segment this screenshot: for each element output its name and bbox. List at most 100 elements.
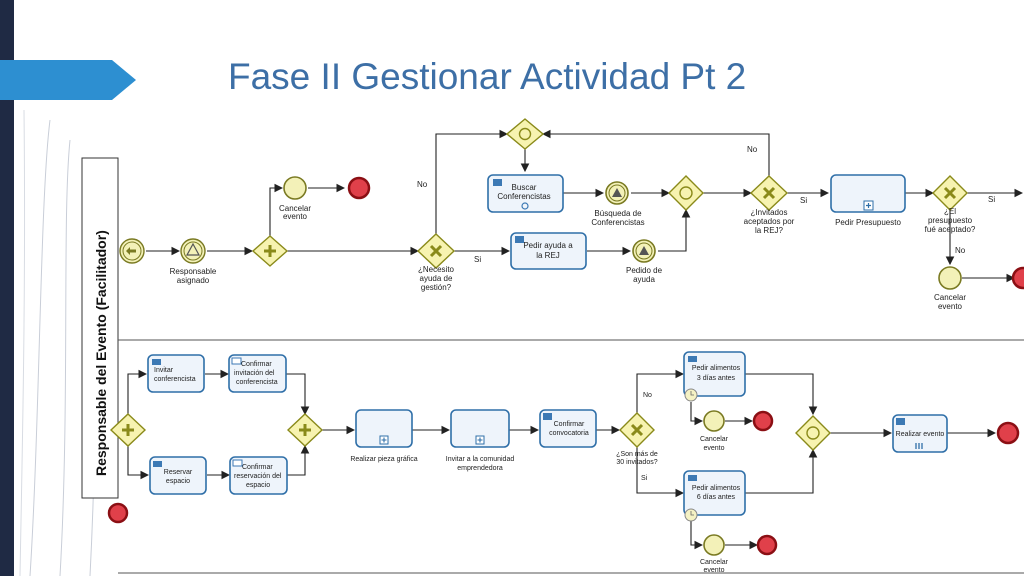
svg-text:Reservar: Reservar <box>164 469 193 476</box>
svg-text:la REJ: la REJ <box>536 251 560 260</box>
slide-title: Fase II Gestionar Actividad Pt 2 <box>228 56 747 97</box>
svg-text:Pedir alimentos: Pedir alimentos <box>692 485 741 492</box>
flow-label-si-2: Si <box>800 196 807 205</box>
buscar-conferencistas-task[interactable]: Buscar Conferencistas <box>487 174 564 213</box>
cancelar-evento-event-right[interactable]: Cancelar evento <box>934 266 966 311</box>
merge-gateway-top[interactable] <box>505 118 545 150</box>
son-mas-30-gateway[interactable]: ¿Son más de 30 invitados? <box>616 412 658 466</box>
cancelar-evento-event-b[interactable]: Cancelar evento <box>700 534 729 574</box>
pedido-ayuda-event[interactable]: Pedido de ayuda <box>626 239 663 284</box>
necesito-ayuda-gateway[interactable]: ¿Necesito ayuda de gestión? <box>416 233 456 292</box>
confirmar-reservacion-task[interactable]: Confirmar reservación del espacio <box>229 456 288 495</box>
pedir-ayuda-rej-task[interactable]: Pedir ayuda a la REJ <box>510 232 587 270</box>
svg-text:Pedido de: Pedido de <box>626 266 663 275</box>
svg-text:Conferencistas: Conferencistas <box>497 192 550 201</box>
svg-text:evento: evento <box>703 445 724 452</box>
svg-text:evento: evento <box>938 302 963 311</box>
inclusive-gateway-top[interactable] <box>668 175 704 211</box>
bottom-sequence-flows <box>127 369 997 550</box>
lane-title: Responsable del Evento (Facilitador) <box>93 230 109 476</box>
svg-text:3 días antes: 3 días antes <box>697 375 736 382</box>
confirmar-invitacion-task[interactable]: Confirmar invitación del conferencista <box>228 354 287 393</box>
flow-label-no: No <box>417 180 428 189</box>
reservar-espacio-task[interactable]: Reservar espacio <box>149 456 207 495</box>
pedir-alimentos-6-task[interactable]: Pedir alimentos 6 días antes <box>683 470 746 522</box>
parallel-gateway-join[interactable] <box>286 413 324 447</box>
svg-text:30 invitados?: 30 invitados? <box>616 459 657 466</box>
necesito-ayuda-label-1: ¿Necesito <box>418 265 455 274</box>
end-event-bottom-b[interactable] <box>756 534 778 556</box>
responsable-asignado-event[interactable]: Responsable asignado <box>170 238 217 285</box>
svg-text:convocatoria: convocatoria <box>549 430 589 437</box>
busqueda-conferencistas-event[interactable]: Búsqueda de Conferencistas <box>591 181 645 227</box>
svg-text:Confirmar: Confirmar <box>554 421 585 428</box>
send-task-icon <box>688 475 697 481</box>
end-event-top-2[interactable] <box>1011 266 1024 290</box>
invitar-conferencista-task[interactable]: Invitar conferencista <box>147 354 205 393</box>
realizar-evento-task[interactable]: Realizar evento <box>892 414 948 453</box>
flow-label-si: Si <box>474 255 481 264</box>
presupuesto-aceptado-gateway[interactable]: ¿El presupuesto fué aceptado? <box>925 175 976 234</box>
svg-text:espacio: espacio <box>166 478 190 485</box>
flow-label-si-b: Si <box>641 475 648 482</box>
pedir-alimentos-3-task[interactable]: Pedir alimentos 3 días antes <box>683 351 746 402</box>
svg-text:Cancelar: Cancelar <box>700 559 729 566</box>
svg-text:aceptados por: aceptados por <box>744 217 795 226</box>
end-event-left-partial <box>107 502 129 524</box>
slide-sidebar <box>0 0 14 576</box>
end-event-top-1[interactable] <box>347 176 371 200</box>
necesito-ayuda-label-3: gestión? <box>421 283 452 292</box>
user-task-icon <box>515 236 524 243</box>
parallel-gateway-split[interactable] <box>109 413 147 447</box>
loop-icon <box>521 202 529 210</box>
parallel-gateway-top[interactable] <box>251 235 289 267</box>
svg-text:¿El: ¿El <box>944 207 956 216</box>
cancelar-evento-event-a[interactable]: Cancelar evento <box>700 410 729 452</box>
svg-text:Realizar evento: Realizar evento <box>896 431 945 438</box>
responsable-asignado-label-1: Responsable <box>170 267 217 276</box>
responsable-asignado-label-2: asignado <box>177 276 210 285</box>
user-task-icon <box>543 413 552 420</box>
invitar-comunidad-subprocess[interactable]: Invitar a la comunidad emprendedora <box>446 409 515 472</box>
svg-text:reservación del: reservación del <box>234 473 282 480</box>
user-task-icon <box>493 179 502 186</box>
svg-text:Pedir Presupuesto: Pedir Presupuesto <box>835 218 901 227</box>
svg-text:Confirmar: Confirmar <box>241 361 272 368</box>
svg-text:conferencista: conferencista <box>154 376 196 383</box>
svg-text:ayuda: ayuda <box>633 275 655 284</box>
svg-text:Conferencistas: Conferencistas <box>591 218 644 227</box>
svg-text:espacio: espacio <box>246 482 270 489</box>
svg-text:la REJ?: la REJ? <box>755 226 784 235</box>
svg-text:Invitar a la comunidad: Invitar a la comunidad <box>446 456 515 463</box>
svg-text:Confirmar: Confirmar <box>242 464 273 471</box>
invitados-aceptados-gateway[interactable]: ¿Invitados aceptados por la REJ? <box>744 175 795 235</box>
cancelar-evento-event-top[interactable]: Cancelar evento <box>279 176 311 221</box>
flow-label-no-b: No <box>643 392 652 399</box>
start-event[interactable] <box>119 238 145 264</box>
flow-label-no-2: No <box>747 145 758 154</box>
realizar-pieza-grafica-subprocess[interactable]: Realizar pieza gráfica <box>350 409 418 463</box>
svg-text:Cancelar: Cancelar <box>700 436 729 443</box>
svg-text:Cancelar: Cancelar <box>934 293 966 302</box>
svg-text:conferencista: conferencista <box>236 379 278 386</box>
svg-text:Pedir ayuda a: Pedir ayuda a <box>523 241 573 250</box>
receive-task-icon <box>232 459 243 467</box>
svg-text:emprendedora: emprendedora <box>457 465 503 472</box>
end-event-bottom-a[interactable] <box>752 410 774 432</box>
confirmar-convocatoria-task[interactable]: Confirmar convocatoria <box>539 409 597 448</box>
top-sequence-flows <box>146 129 1024 283</box>
svg-text:¿Son más de: ¿Son más de <box>616 451 658 458</box>
send-task-icon <box>153 461 162 467</box>
pedir-presupuesto-subprocess[interactable]: Pedir Presupuesto <box>830 174 906 227</box>
svg-text:Pedir alimentos: Pedir alimentos <box>692 365 741 372</box>
send-task-icon <box>152 359 161 365</box>
inclusive-gateway-bottom[interactable] <box>795 415 831 451</box>
end-event-final[interactable] <box>996 421 1020 445</box>
flow-label-si-3: Si <box>988 195 995 204</box>
svg-text:Realizar pieza gráfica: Realizar pieza gráfica <box>350 456 417 463</box>
swimlane: Responsable del Evento (Facilitador) <box>81 157 1024 574</box>
receive-task-icon <box>231 357 242 365</box>
svg-text:6 días antes: 6 días antes <box>697 494 736 501</box>
send-task-icon <box>688 356 697 362</box>
